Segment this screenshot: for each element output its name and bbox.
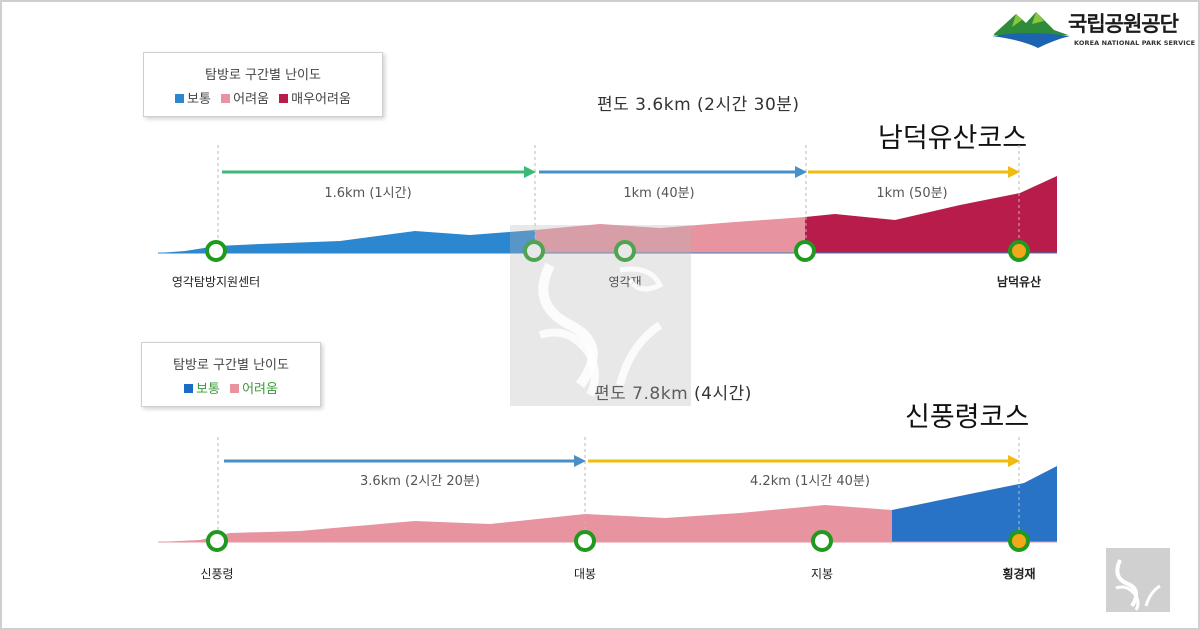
course1-easy-section — [158, 230, 535, 253]
station-label: 지봉 — [811, 567, 833, 581]
watermark-logo — [510, 225, 691, 406]
course2-name: 신풍령코스 — [905, 402, 1030, 433]
course2-stations — [206, 530, 1030, 552]
difficulty-legend-2: 탐방로 구간별 난이도 보통 어려움 — [141, 342, 321, 407]
segment-arrow-1-head — [524, 166, 536, 178]
knps-mountain-icon — [992, 12, 1070, 48]
station-label-summit: 남덕유산 — [997, 274, 1041, 289]
segment-label: 1km (40분) — [623, 186, 694, 201]
legend-item-hard: 어려움 — [230, 378, 278, 397]
legend-item-easy: 보통 — [184, 378, 220, 397]
course2-summary: 편도 7.8km (4시간) — [594, 384, 752, 404]
legend-swatch — [230, 384, 240, 393]
segment-arrow-3-head — [1008, 166, 1020, 178]
station-label: 대봉 — [574, 567, 596, 581]
course1-hard-section — [535, 217, 805, 253]
segment-label: 4.2km (1시간 40분) — [750, 474, 870, 489]
legend-title: 탐방로 구간별 난이도 — [173, 358, 289, 373]
station-marker — [205, 240, 227, 262]
legend-label: 어려움 — [233, 92, 269, 107]
course1-summary: 편도 3.6km (2시간 30분) — [597, 95, 800, 115]
segment-arrow-1-head — [574, 455, 586, 467]
legend-label: 보통 — [196, 382, 220, 397]
legend-swatch — [184, 384, 194, 393]
summit-marker — [1008, 530, 1030, 552]
station-label: 신풍령 — [200, 567, 233, 581]
watermark-swirl-icon — [1115, 559, 1161, 611]
station-marker — [794, 240, 816, 262]
knps-logo: 국립공원공단 KOREA NATIONAL PARK SERVICE — [992, 4, 1198, 50]
legend-label: 보통 — [187, 92, 211, 107]
summit-marker — [1008, 240, 1030, 262]
legend-item-very-hard: 매우어려움 — [279, 88, 351, 107]
station-label: 영각탐방지원센터 — [172, 275, 260, 289]
segment-label: 1.6km (1시간) — [324, 186, 411, 201]
segment-label: 1km (50분) — [876, 186, 947, 201]
segment-arrow-2-head — [795, 166, 807, 178]
legend-swatch — [221, 94, 231, 103]
legend-label: 매우어려움 — [291, 92, 351, 107]
station-label-summit: 횡경재 — [1002, 566, 1035, 581]
course2-arrows — [224, 455, 1020, 467]
segment-label: 3.6km (2시간 20분) — [360, 474, 480, 489]
station-marker — [523, 240, 545, 262]
watermark-swirl-icon — [538, 262, 664, 397]
course2-hard-section — [158, 505, 892, 542]
course2-guides — [217, 437, 1020, 538]
legend-swatch — [279, 94, 289, 103]
station-marker — [811, 530, 833, 552]
course1-very-hard-section — [805, 176, 1057, 253]
station-marker — [574, 530, 596, 552]
course1-arrows — [222, 166, 1020, 178]
legend-item-hard: 어려움 — [221, 88, 269, 107]
logo-name: 국립공원공단 — [1068, 12, 1179, 36]
legend-label: 어려움 — [242, 382, 278, 397]
segment-arrow-2-head — [1008, 455, 1020, 467]
watermark-corner-logo — [1106, 548, 1170, 612]
course2-easy-section — [892, 466, 1057, 542]
legend-item-easy: 보통 — [175, 88, 211, 107]
legend-title: 탐방로 구간별 난이도 — [205, 68, 321, 83]
difficulty-legend-1: 탐방로 구간별 난이도 보통 어려움 매우어려움 — [143, 52, 383, 117]
logo-subtitle: KOREA NATIONAL PARK SERVICE — [1074, 39, 1196, 47]
station-marker — [206, 530, 228, 552]
station-marker — [614, 240, 636, 262]
legend-swatch — [175, 94, 185, 103]
course1-stations — [205, 240, 1030, 262]
course1-name: 남덕유산코스 — [878, 123, 1028, 154]
